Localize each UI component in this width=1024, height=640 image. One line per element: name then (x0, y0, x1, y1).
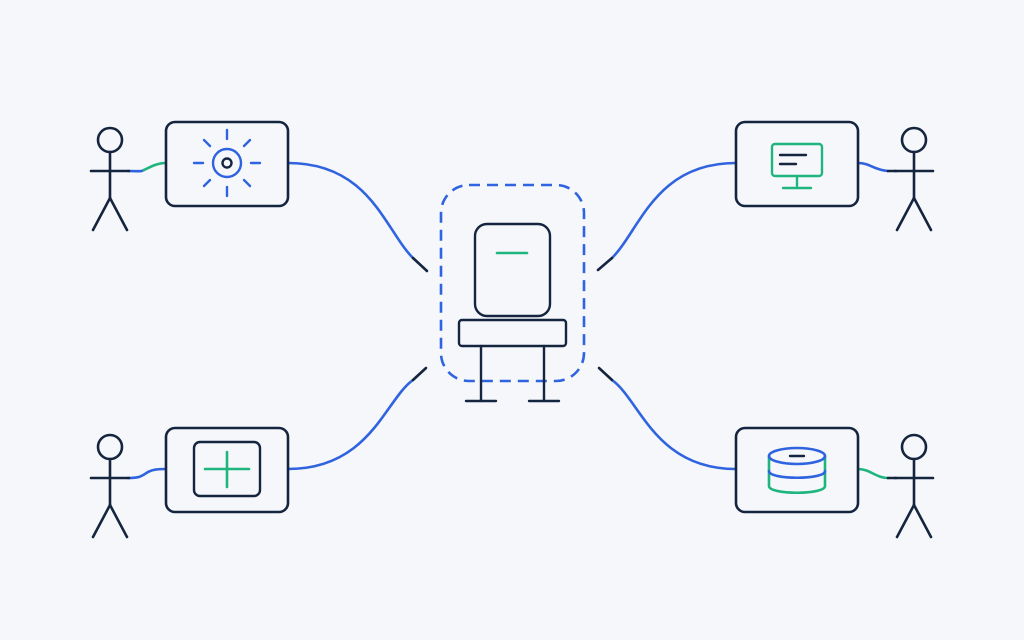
sun-icon (192, 128, 262, 198)
database-icon (767, 446, 827, 494)
actor-bottom-left (89, 433, 131, 539)
connectors (286, 161, 738, 471)
node-plus (164, 426, 290, 514)
node-sun (164, 120, 290, 208)
person-icon (893, 433, 935, 539)
node-database (734, 426, 860, 514)
actor-link-top-right (856, 161, 898, 173)
actor-bottom-right (893, 433, 935, 539)
connector-bottom-left (286, 366, 428, 471)
actor-link-top-left (126, 161, 168, 173)
monitor-icon (770, 142, 824, 190)
chair-hub (439, 183, 586, 403)
chair-icon (457, 222, 568, 403)
actor-top-left (89, 126, 131, 232)
person-icon (89, 126, 131, 232)
node-monitor (734, 120, 860, 208)
plus-icon (192, 440, 262, 498)
actor-top-right (893, 126, 935, 232)
actor-link-bottom-right (856, 467, 898, 480)
person-icon (89, 433, 131, 539)
hub-dashed-frame (439, 183, 586, 383)
actor-link-bottom-left (126, 467, 168, 480)
connector-top-left (286, 161, 429, 273)
connector-bottom-right (597, 366, 738, 471)
node-box (164, 120, 290, 208)
connector-top-right (596, 161, 738, 272)
person-icon (893, 126, 935, 232)
actor-links (126, 161, 898, 480)
node-box (734, 426, 860, 514)
